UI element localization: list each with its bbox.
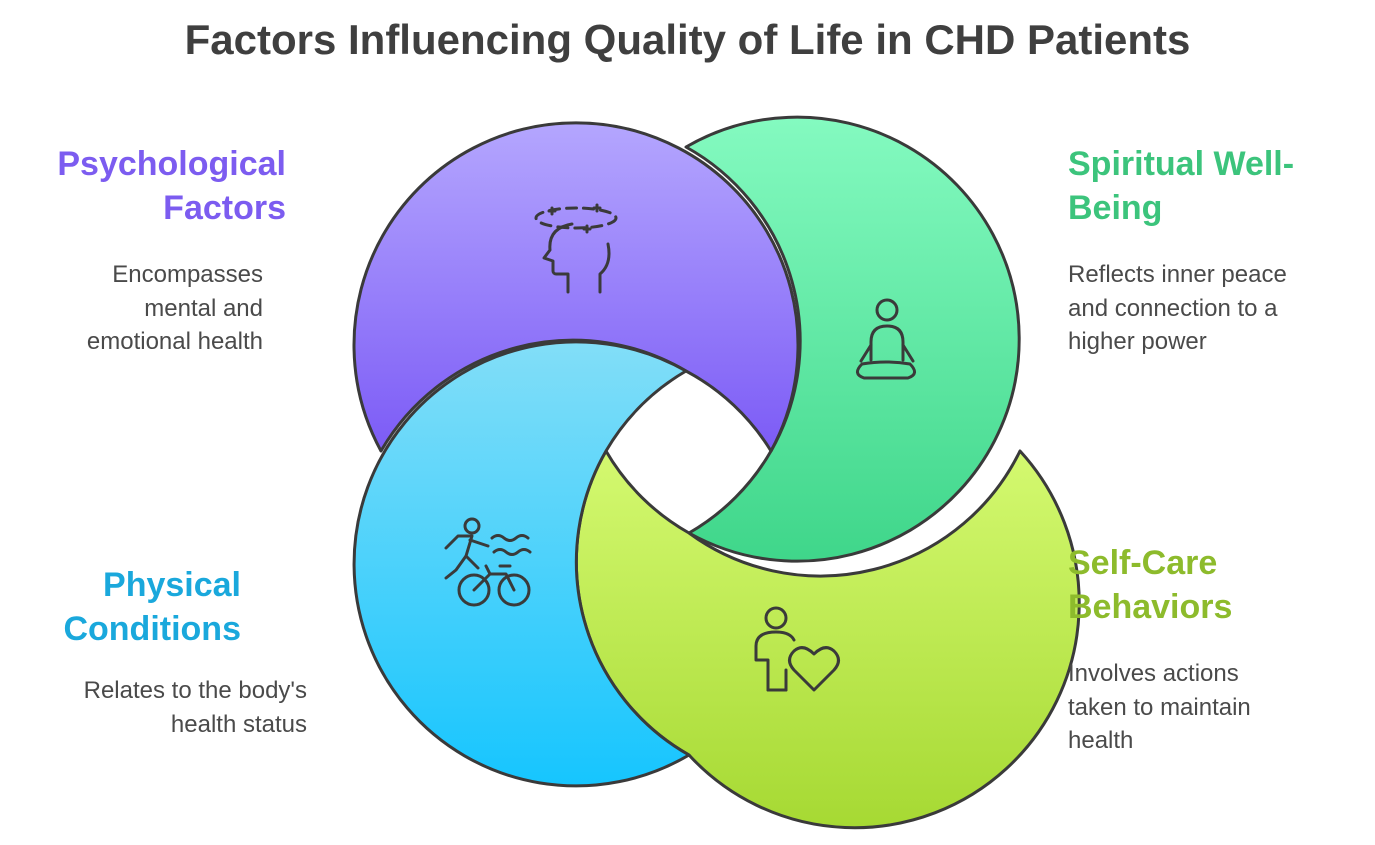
heading-line: Psychological [57, 145, 286, 183]
desc-line: mental and [144, 294, 263, 322]
desc-line: taken to maintain [1068, 693, 1251, 721]
desc-line: Involves actions [1068, 660, 1239, 687]
psychological-heading: Psychological Factors [30, 142, 286, 230]
heading-line: Spiritual Well- [1068, 145, 1295, 183]
meditation-icon [856, 298, 916, 380]
self-care-heading: Self-Care Behaviors [1068, 541, 1358, 629]
desc-line: health status [170, 710, 307, 738]
heading-line: Self-Care [1068, 544, 1218, 582]
desc-line: Reflects inner peace [1068, 261, 1287, 288]
heading-line: Behaviors [1068, 588, 1233, 626]
physical-description: Relates to the body's health status [20, 674, 307, 741]
heading-line: Conditions [63, 610, 241, 648]
desc-line: and connection to a [1068, 294, 1278, 322]
mind-head-icon [534, 203, 618, 294]
psychological-description: Encompasses mental and emotional health [20, 258, 263, 359]
person-heart-icon [754, 606, 840, 692]
desc-line: Relates to the body's [83, 677, 307, 704]
desc-line: Encompasses [112, 261, 263, 288]
psychological-ring [352, 121, 800, 453]
desc-line: health [1068, 727, 1134, 754]
spiritual-heading: Spiritual Well- Being [1068, 142, 1358, 230]
heading-line: Being [1068, 189, 1163, 227]
diagram-title: Factors Influencing Quality of Life in C… [184, 16, 1191, 63]
spiritual-ring [684, 115, 1021, 563]
triathlon-icon [444, 517, 532, 607]
desc-line: emotional health [86, 328, 263, 355]
heading-line: Factors [163, 189, 286, 227]
physical-ring [352, 340, 691, 788]
desc-line: higher power [1068, 328, 1207, 355]
spiritual-description: Reflects inner peace and connection to a… [1068, 258, 1358, 359]
heading-line: Physical [103, 566, 241, 604]
physical-heading: Physical Conditions [30, 563, 241, 651]
self-care-description: Involves actions taken to maintain healt… [1068, 657, 1358, 758]
